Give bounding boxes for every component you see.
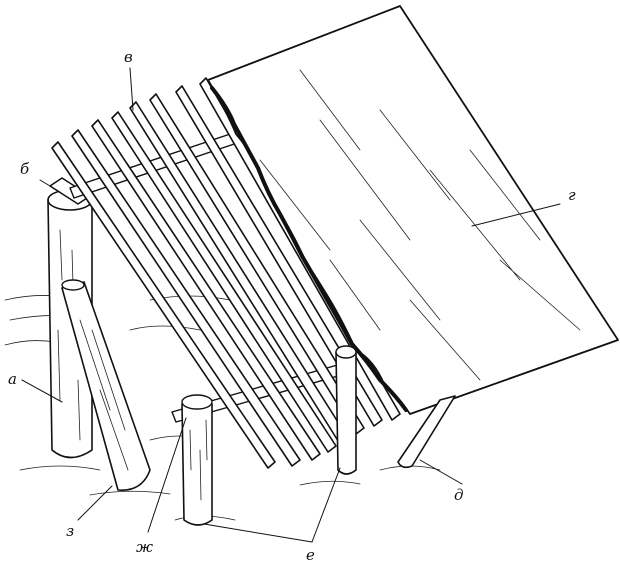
roof-sheet [207, 5, 619, 415]
front-middle-post [181, 394, 213, 526]
front-right-post [335, 345, 357, 475]
label-d: д [454, 486, 464, 504]
label-v: в [124, 48, 133, 66]
leader-lines [21, 67, 561, 543]
label-b: б [20, 160, 30, 178]
label-g: г [568, 186, 576, 204]
sheet-support-stick [397, 395, 456, 469]
label-z: з [66, 522, 74, 540]
label-e: е [306, 546, 315, 564]
label-zh: ж [136, 538, 153, 556]
label-a: а [8, 370, 17, 388]
leaning-support-pole [61, 279, 151, 491]
roof-poles [51, 77, 401, 469]
